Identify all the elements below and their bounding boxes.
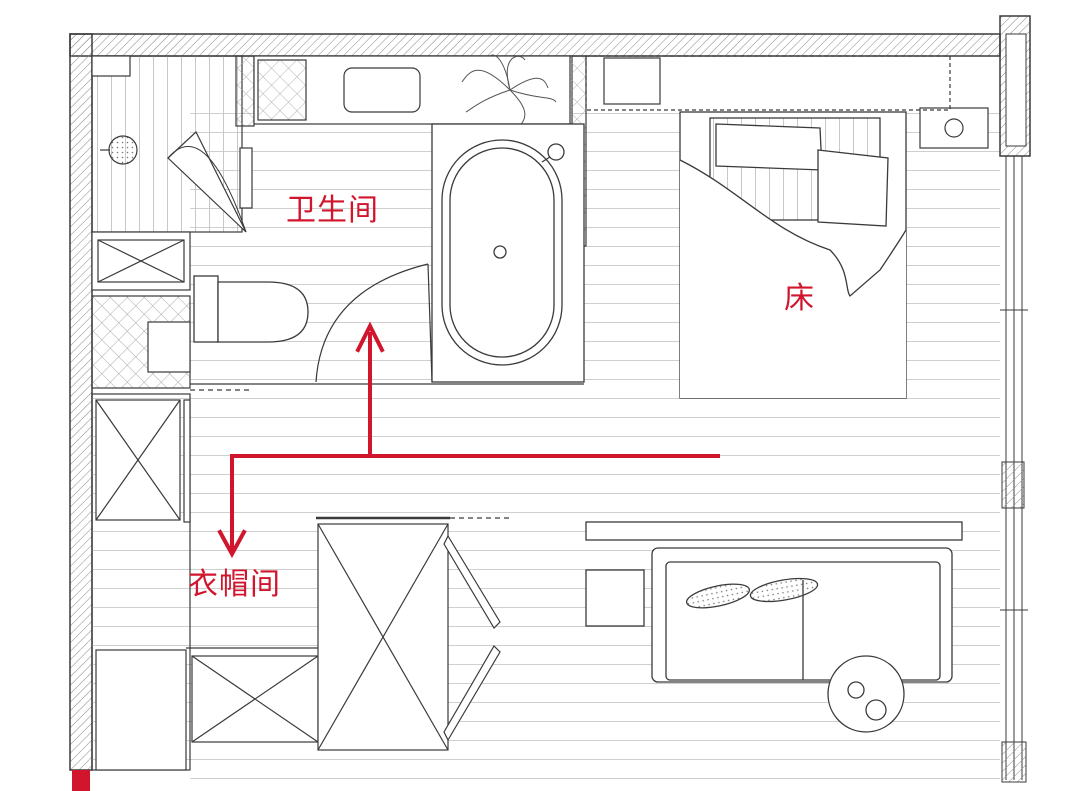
bed-label: 床 (784, 281, 815, 316)
arrow-down-icon (217, 529, 247, 559)
shower-room (91, 55, 255, 233)
living-furniture (585, 521, 963, 733)
corner-mark (72, 770, 90, 791)
bath-door (190, 263, 584, 391)
outer-walls (69, 15, 1031, 771)
bed (679, 111, 907, 399)
vanity (253, 54, 573, 131)
nightstands (585, 55, 989, 149)
wardrobe (91, 393, 449, 771)
window-right (1000, 156, 1028, 783)
utility-boxes (91, 231, 191, 389)
bathroom-label: 卫生间 (286, 193, 379, 228)
closet-label: 衣帽间 (188, 567, 281, 602)
toilet (193, 275, 309, 343)
closet-door (316, 516, 510, 742)
arrow-up-icon (355, 321, 385, 353)
circulation-arrows (217, 321, 720, 559)
bathtub (431, 123, 585, 383)
